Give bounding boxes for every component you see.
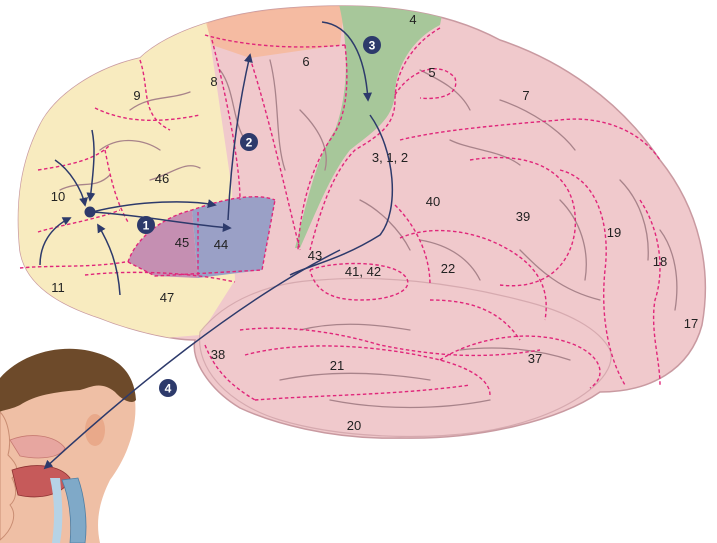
- label-area-45: 45: [175, 235, 189, 250]
- ear: [85, 414, 105, 446]
- arrow-to-larynx: [43, 249, 341, 470]
- step-badge-3: [363, 36, 381, 54]
- label-area-6: 6: [302, 54, 309, 69]
- label-area-5: 5: [428, 65, 435, 80]
- label-area-38: 38: [211, 347, 225, 362]
- area-boundaries: [19, 27, 661, 401]
- arrow-from-47: [97, 223, 121, 296]
- step-badge-1: [137, 216, 155, 234]
- label-area-47: 47: [160, 290, 174, 305]
- arrow-to-motor: [321, 21, 373, 102]
- label-area-11: 11: [51, 280, 65, 295]
- label-area-41-42: 41, 42: [345, 264, 381, 279]
- broca-area-44: [192, 196, 275, 278]
- label-area-17: 17: [684, 316, 698, 331]
- label-area-9: 9: [133, 88, 140, 103]
- label-area-39: 39: [516, 209, 530, 224]
- step-badge-2: [240, 133, 258, 151]
- arrows: [39, 21, 394, 470]
- human-head-illustration: [0, 348, 136, 543]
- step-badge-4: [159, 379, 177, 397]
- larynx: [61, 477, 87, 543]
- arrow-to-44: [91, 211, 232, 232]
- prefrontal-region: [18, 5, 235, 340]
- step-badge-3-label: 3: [369, 39, 376, 53]
- label-area-10: 10: [51, 189, 65, 204]
- label-area-3-1-2: 3, 1, 2: [372, 150, 408, 165]
- label-area-46: 46: [155, 171, 169, 186]
- nasal-cavity: [9, 435, 66, 459]
- label-area-18: 18: [653, 254, 667, 269]
- step-badge-4-label: 4: [165, 382, 172, 396]
- arrow-from-11: [39, 217, 72, 266]
- label-area-44: 44: [214, 237, 228, 252]
- label-area-20: 20: [347, 418, 361, 433]
- arrow-from-10a: [54, 159, 88, 207]
- sulci: [59, 59, 678, 409]
- arrow-downward: [289, 114, 394, 276]
- step-badge-1-label: 1: [143, 219, 150, 233]
- origin-node: [84, 206, 96, 218]
- step-badge-2-label: 2: [246, 136, 253, 150]
- arrow-to-6: [227, 53, 253, 221]
- temporal-lobe: [198, 277, 612, 438]
- label-area-21: 21: [330, 358, 344, 373]
- label-area-4: 4: [409, 12, 416, 27]
- label-area-8: 8: [210, 74, 217, 89]
- label-area-7: 7: [522, 88, 529, 103]
- hair: [0, 348, 136, 412]
- arrow-from-9: [86, 129, 96, 202]
- label-area-37: 37: [528, 351, 542, 366]
- label-area-22: 22: [441, 261, 455, 276]
- area-labels: 4 6 8 9 5 7 3, 1, 2 46 10 40 39 19 18 17…: [51, 12, 698, 433]
- arrow-to-46: [91, 199, 217, 213]
- airway: [50, 478, 63, 543]
- label-area-40: 40: [426, 194, 440, 209]
- face-profile: [0, 411, 18, 541]
- motor-strip: [295, 5, 445, 248]
- broca-area-45: [128, 210, 198, 278]
- label-area-19: 19: [607, 225, 621, 240]
- label-area-43: 43: [308, 248, 322, 263]
- step-badges: 1 2 3 4: [137, 36, 381, 397]
